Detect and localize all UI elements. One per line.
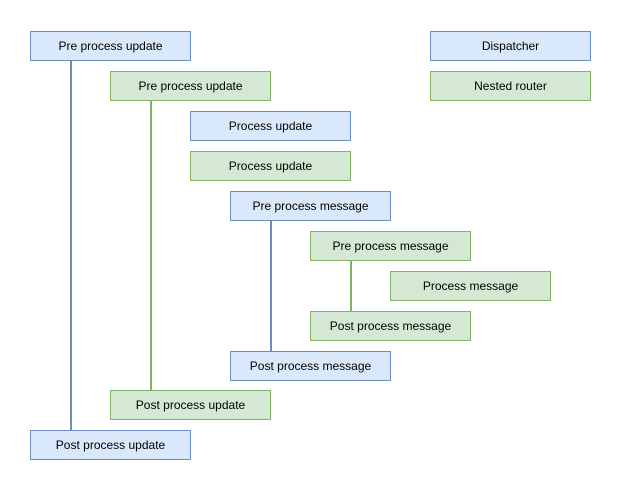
node-label: Pre process update xyxy=(58,39,163,53)
node-pre-process-message-dispatcher: Pre process message xyxy=(230,191,391,221)
node-label: Post process update xyxy=(135,398,246,412)
node-label: Post process message xyxy=(329,319,452,333)
connector-message-lifeline-router xyxy=(350,261,352,311)
node-post-process-update-router: Post process update xyxy=(110,390,271,420)
node-post-process-message-dispatcher: Post process message xyxy=(230,351,391,381)
node-dispatcher: Dispatcher xyxy=(430,31,591,61)
node-label: Process message xyxy=(422,279,519,293)
node-label: Pre process message xyxy=(252,199,369,213)
node-post-process-message-router: Post process message xyxy=(310,311,471,341)
node-label: Pre process message xyxy=(332,239,449,253)
node-label: Dispatcher xyxy=(481,39,540,53)
node-process-message-router: Process message xyxy=(390,271,551,301)
node-label: Pre process update xyxy=(138,79,243,93)
node-process-update-router: Process update xyxy=(190,151,351,181)
connector-message-lifeline-dispatcher xyxy=(270,221,272,351)
node-label: Post process update xyxy=(55,438,166,452)
node-process-update-dispatcher: Process update xyxy=(190,111,351,141)
node-pre-process-update-dispatcher: Pre process update xyxy=(30,31,191,61)
connector-update-lifeline-dispatcher xyxy=(70,61,72,430)
node-pre-process-message-router: Pre process message xyxy=(310,231,471,261)
node-nested-router: Nested router xyxy=(430,71,591,101)
node-label: Process update xyxy=(228,159,313,173)
node-label: Process update xyxy=(228,119,313,133)
node-label: Post process message xyxy=(249,359,372,373)
node-pre-process-update-router: Pre process update xyxy=(110,71,271,101)
node-label: Nested router xyxy=(474,79,547,93)
node-post-process-update-dispatcher: Post process update xyxy=(30,430,191,460)
connector-update-lifeline-router xyxy=(150,101,152,390)
